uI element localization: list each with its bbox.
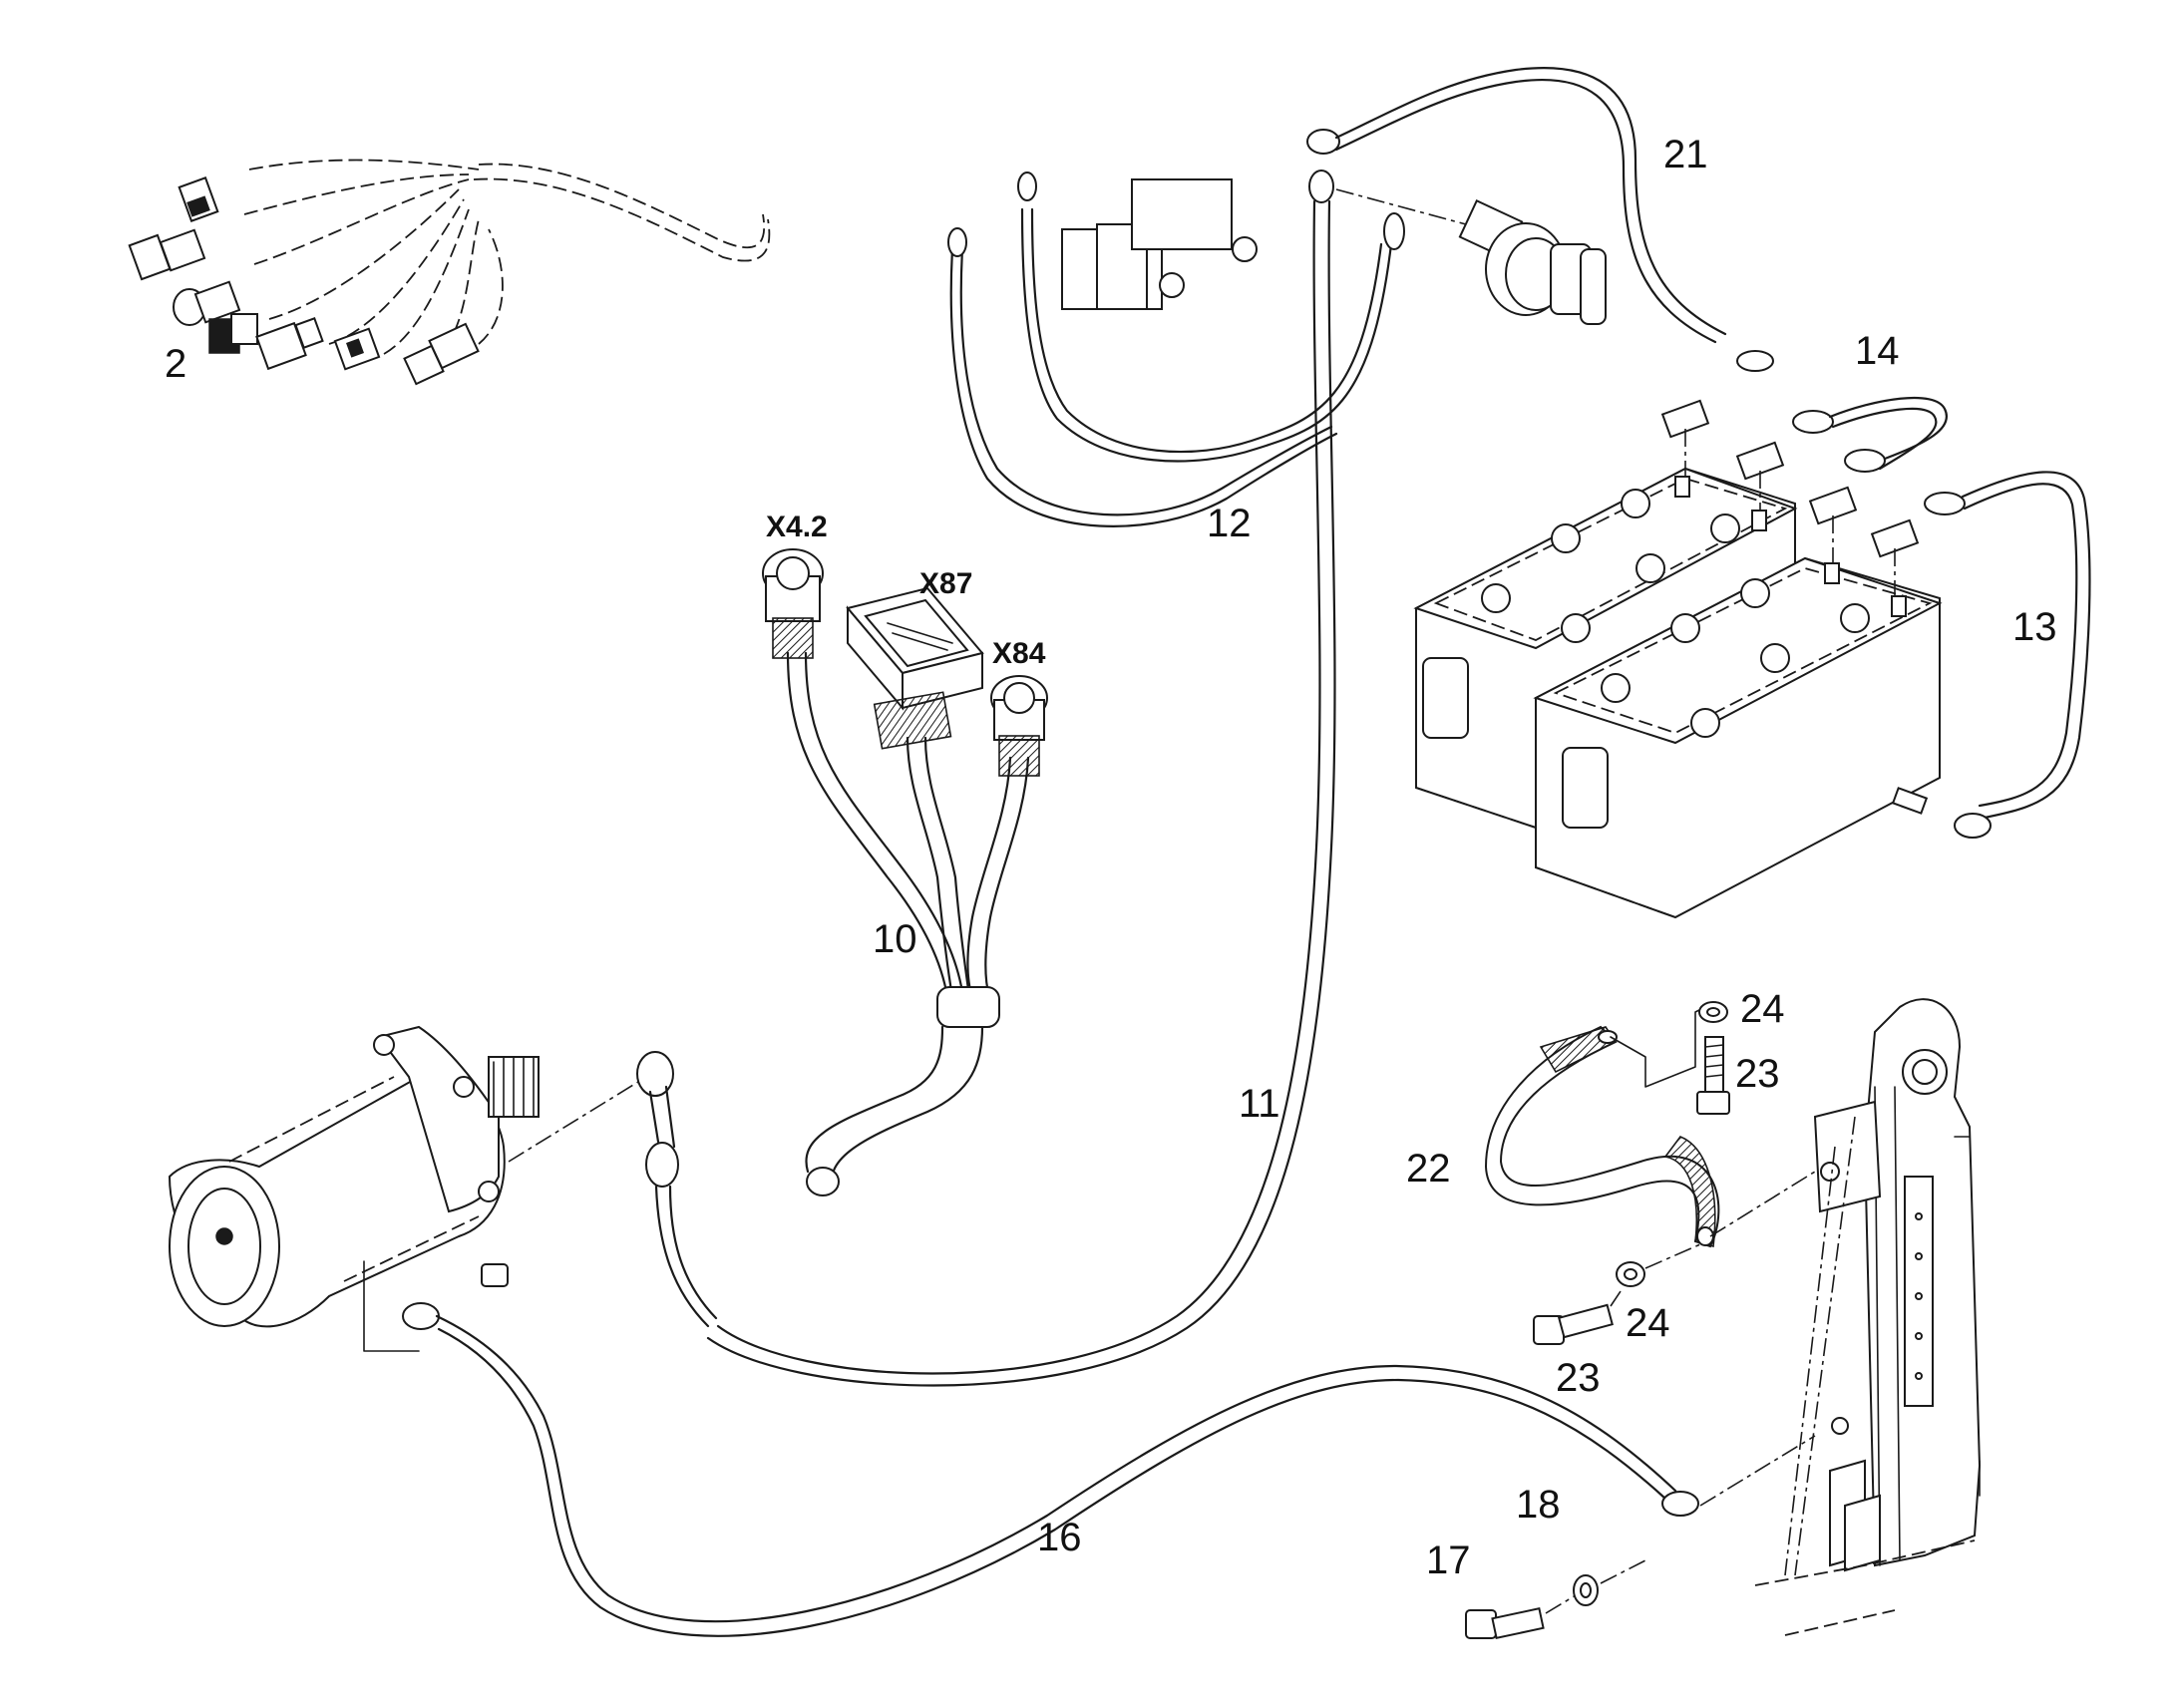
callout-21: 21 (1663, 133, 1708, 176)
connector-plug-f (333, 327, 381, 371)
connector-plug-c (173, 280, 241, 326)
cable-13 (1891, 471, 2091, 839)
callout-18: 18 (1516, 1483, 1561, 1527)
ground-strap-22 (1484, 1001, 1816, 1248)
connector-plug-b (128, 228, 206, 281)
bolt-23-upper (1696, 1036, 1730, 1115)
connector-plug-a (178, 176, 219, 222)
ring-terminal-13b (1954, 813, 1992, 839)
callout-11: 11 (1239, 1082, 1280, 1126)
callout-2: 2 (165, 342, 186, 386)
ring-terminal-16a (402, 1302, 440, 1330)
bolt-23-lower (1533, 1290, 1622, 1345)
cable-21 (706, 67, 1774, 1387)
ring-terminal-21b (1736, 350, 1774, 372)
label-connector-x87: X87 (919, 567, 972, 600)
connector-plug-d (208, 313, 258, 354)
ring-terminal-21a (1306, 129, 1340, 155)
ring-terminal-11 (645, 1142, 679, 1188)
connector-x87 (846, 586, 984, 750)
terminal-boot-11 (636, 1051, 674, 1097)
cable-12 (947, 171, 1405, 527)
ring-terminal-16b (1661, 1491, 1699, 1517)
washer-24-upper (1698, 1001, 1728, 1023)
callout-10: 10 (873, 917, 917, 961)
frame-bracket (1754, 998, 1982, 1636)
ring-terminal-14b (1844, 449, 1886, 473)
callout-14: 14 (1855, 329, 1900, 373)
callout-24-upper: 24 (1740, 987, 1785, 1031)
callout-12: 12 (1207, 502, 1252, 545)
callout-17: 17 (1426, 1538, 1471, 1582)
cable-11 (636, 1051, 718, 1328)
nut (481, 1263, 509, 1287)
callout-23-upper: 23 (1735, 1052, 1780, 1096)
connector-x84 (990, 675, 1048, 777)
label-connector-x84: X84 (992, 637, 1046, 670)
battery-master-switch (1458, 198, 1607, 325)
bolt-17 (1465, 1594, 1577, 1639)
harness-2 (128, 159, 771, 386)
battery-pair (1413, 399, 1943, 919)
cable-16 (402, 1302, 1816, 1637)
callout-22: 22 (1406, 1147, 1451, 1191)
connector-plug-e (255, 317, 324, 371)
cable-sleeve-10 (936, 986, 1000, 1028)
connector-x4-2 (762, 548, 824, 659)
connector-plug-g (403, 322, 480, 386)
callout-13: 13 (2012, 605, 2057, 649)
starter-motor (168, 1025, 639, 1352)
ring-terminal-14a (1792, 410, 1834, 434)
callout-23-lower: 23 (1556, 1356, 1601, 1400)
washer-24-lower (1616, 1243, 1701, 1287)
harness-10 (762, 548, 1048, 1196)
ring-terminal (947, 227, 967, 257)
label-connector-x4-2: X4.2 (766, 511, 828, 543)
bolt-13 (1891, 787, 1929, 815)
callout-16: 16 (1037, 1516, 1082, 1559)
ring-terminal-13a (1924, 492, 1966, 515)
cable-14 (1792, 396, 1948, 473)
callout-24-lower: 24 (1626, 1301, 1670, 1345)
switch-box-upper (1131, 178, 1233, 250)
washer-18 (1573, 1559, 1646, 1606)
starter-pinion (488, 1056, 540, 1118)
